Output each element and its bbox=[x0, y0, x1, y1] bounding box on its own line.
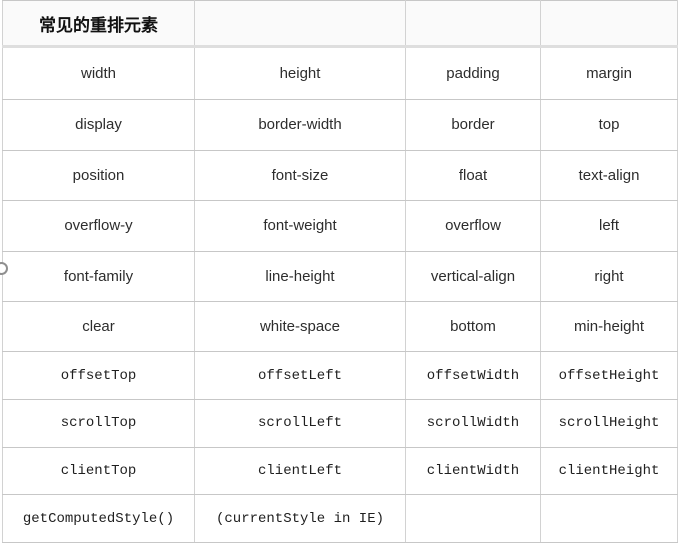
table-cell bbox=[405, 494, 541, 543]
table-cell: position bbox=[2, 149, 195, 202]
table-cell: font-weight bbox=[194, 200, 406, 252]
table-cell bbox=[540, 494, 678, 543]
table-cell: height bbox=[194, 45, 406, 101]
table-row: getComputedStyle()(currentStyle in IE) bbox=[2, 494, 678, 543]
header-cell bbox=[405, 0, 541, 48]
table-cell: offsetTop bbox=[2, 351, 195, 401]
table-cell: overflow-y bbox=[2, 200, 195, 252]
table-cell: clientHeight bbox=[540, 446, 678, 496]
table-title-cell: 常见的重排元素 bbox=[2, 0, 195, 48]
table-cell: scrollLeft bbox=[194, 399, 406, 448]
table-cell: offsetHeight bbox=[540, 351, 678, 401]
table-cell: float bbox=[405, 149, 541, 202]
table-cell: offsetWidth bbox=[405, 351, 541, 401]
table-cell: clientWidth bbox=[405, 446, 541, 496]
header-cell bbox=[540, 0, 678, 48]
table-cell: scrollWidth bbox=[405, 399, 541, 448]
table-cell: left bbox=[540, 200, 678, 252]
table-cell: vertical-align bbox=[405, 250, 541, 302]
table-cell: border-width bbox=[194, 99, 406, 151]
table-cell: (currentStyle in IE) bbox=[194, 494, 406, 543]
page-edge-bullet-artifact bbox=[0, 262, 8, 275]
table-cell: border bbox=[405, 99, 541, 151]
table-cell: display bbox=[2, 99, 195, 151]
table-cell: right bbox=[540, 250, 678, 302]
table-cell: clientLeft bbox=[194, 446, 406, 496]
table-cell: padding bbox=[405, 45, 541, 101]
header-row: 常见的重排元素 bbox=[2, 0, 678, 48]
table-cell: line-height bbox=[194, 250, 406, 302]
table-cell: white-space bbox=[194, 300, 406, 353]
table-cell: font-family bbox=[2, 250, 195, 302]
table-cell: offsetLeft bbox=[194, 351, 406, 401]
table-cell: width bbox=[2, 45, 195, 101]
table-cell: text-align bbox=[540, 149, 678, 202]
table-cell: clear bbox=[2, 300, 195, 353]
table-cell: font-size bbox=[194, 149, 406, 202]
table-cell: scrollHeight bbox=[540, 399, 678, 448]
table-cell: getComputedStyle() bbox=[2, 494, 195, 543]
table-cell: clientTop bbox=[2, 446, 195, 496]
table-cell: overflow bbox=[405, 200, 541, 252]
table-header: 常见的重排元素 bbox=[2, 0, 678, 48]
table-cell: scrollTop bbox=[2, 399, 195, 448]
table-cell: min-height bbox=[540, 300, 678, 353]
table-cell: bottom bbox=[405, 300, 541, 353]
header-cell bbox=[194, 0, 406, 48]
table-cell: margin bbox=[540, 45, 678, 101]
table-cell: top bbox=[540, 99, 678, 151]
